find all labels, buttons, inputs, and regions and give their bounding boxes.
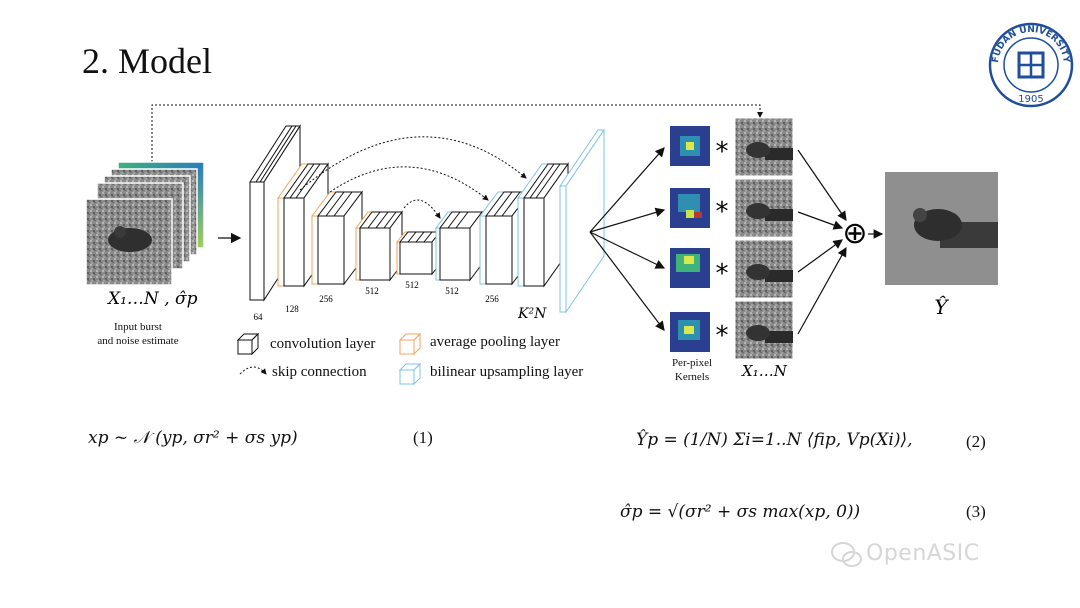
- conv-star-1: *: [716, 137, 729, 167]
- channel-label-64: 64: [254, 312, 264, 322]
- output-label: Ŷ: [934, 295, 949, 319]
- kernels-caption-line2: Kernels: [674, 371, 710, 383]
- kernel-arrows: [589, 147, 666, 331]
- university-logo: FUDAN UNIVERSITY 1905: [988, 22, 1074, 108]
- equation-1: xp ~ 𝒩 (yp, σr² + σs yp): [88, 428, 298, 448]
- sum-arrows: [797, 149, 884, 335]
- equation-2: Ŷp = (1/N) Σi=1..N ⟨fip, Vp(Xi)⟩,: [636, 430, 913, 450]
- kernel-1: [670, 126, 710, 166]
- legend-conv-icon: [236, 332, 260, 356]
- skip-connections: [299, 136, 527, 219]
- channel-label-256: 256: [319, 294, 333, 304]
- equation-1-number: (1): [413, 428, 433, 447]
- legend-skip-icon: [239, 366, 267, 375]
- kernels-caption: Per-pixel Kernels: [652, 356, 732, 384]
- kernel-4: [670, 312, 710, 352]
- conv-star-2: *: [716, 197, 729, 227]
- kernel-3: [670, 248, 710, 288]
- sum-symbol: ⊕: [842, 216, 867, 251]
- legend-upsample-label: bilinear upsampling layer: [430, 364, 584, 380]
- conv-star-4: *: [716, 321, 729, 351]
- wechat-icon: [831, 542, 862, 567]
- input-label: X₁…N , σ̂p: [106, 289, 198, 309]
- channel-label-128: 128: [285, 304, 299, 314]
- legend-pool-label: average pooling layer: [430, 334, 560, 350]
- channel-label-512a: 512: [365, 286, 379, 296]
- watermark-text: OpenASIC: [866, 541, 980, 566]
- legend-conv-label: convolution layer: [270, 336, 376, 352]
- legend-skip-label: skip connection: [272, 364, 367, 380]
- input-burst-stack: [85, 161, 205, 286]
- equation-2-number: (2): [966, 432, 986, 451]
- input-caption: Input burst and noise estimate: [78, 320, 198, 348]
- global-skip-arrow: [151, 104, 763, 162]
- frames-label: X₁…N: [741, 362, 788, 380]
- conv-star-3: *: [716, 259, 729, 289]
- input-caption-line1: Input burst: [114, 321, 162, 333]
- channel-label-512b: 512: [405, 280, 419, 290]
- slide-title: 2. Model: [82, 41, 212, 81]
- legend-upsample-icon: [398, 362, 422, 386]
- kernel-2: [670, 188, 710, 228]
- equation-3: σ̂p = √(σr² + σs max(xp, 0)): [620, 502, 861, 522]
- unet-layers: [249, 124, 605, 314]
- equation-3-number: (3): [966, 502, 986, 521]
- legend-pool-icon: [398, 332, 422, 356]
- output-channels-label: K²N: [517, 306, 547, 322]
- channel-label-512c: 512: [445, 286, 459, 296]
- logo-year: 1905: [1018, 94, 1043, 105]
- output-image: [885, 172, 998, 285]
- per-pixel-kernels: [670, 126, 710, 352]
- channel-label-256b: 256: [485, 294, 499, 304]
- input-caption-line2: and noise estimate: [97, 335, 179, 347]
- kernels-caption-line1: Per-pixel: [671, 357, 713, 369]
- frames-column: [734, 117, 794, 360]
